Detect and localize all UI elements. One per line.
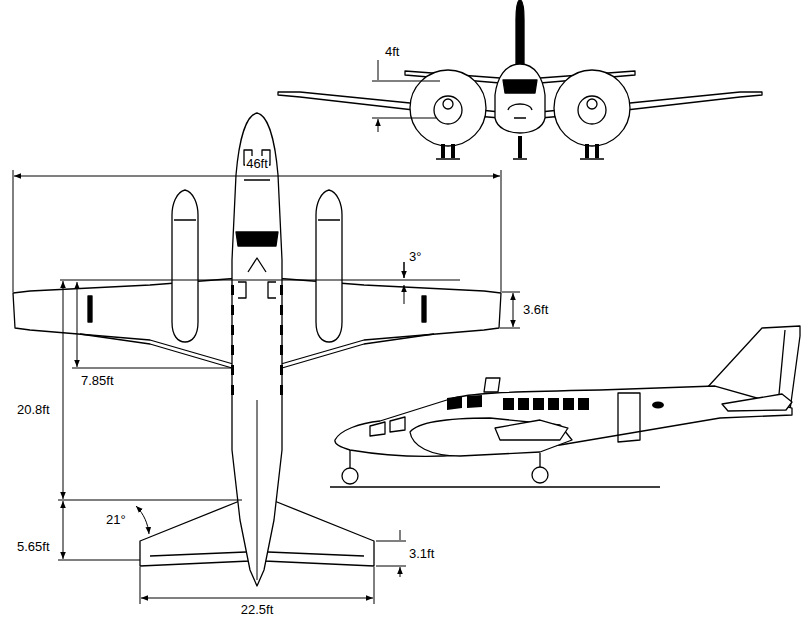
fuselage-frames	[238, 282, 276, 298]
left-aileron	[88, 296, 92, 322]
dimension-label: 3.1ft	[408, 546, 435, 561]
center-line	[257, 400, 258, 580]
front-nose	[508, 104, 532, 118]
dimension-label: 3°	[408, 249, 422, 264]
side-gear-struts	[350, 450, 540, 468]
dimension-line	[14, 176, 500, 177]
dimension-line	[513, 293, 514, 327]
right-spinner	[587, 99, 597, 109]
side-antenna	[484, 378, 500, 392]
left-wing	[13, 278, 240, 366]
right-propeller-disc	[554, 70, 630, 146]
dimension-line	[63, 501, 64, 559]
extension-line	[372, 81, 440, 118]
cabin-windows	[231, 285, 283, 395]
side-wing-root	[495, 420, 568, 440]
front-ground-marks	[436, 158, 604, 159]
side-fuselage	[335, 386, 792, 456]
windshield-mark	[248, 258, 266, 272]
angle-arc-start	[404, 262, 405, 278]
right-nacelle-front	[578, 96, 606, 124]
angle-arc	[136, 506, 149, 534]
dimension-label: 20.8ft	[16, 402, 51, 417]
left-nacelle-front	[434, 96, 462, 124]
front-windshield	[503, 80, 537, 93]
side-main-wheel	[532, 467, 548, 483]
extension-line	[376, 541, 406, 566]
front-fuselage	[495, 64, 545, 133]
dimension-line	[141, 598, 373, 599]
side-door	[618, 393, 640, 442]
extension-line	[58, 500, 242, 501]
dimension-line	[400, 530, 401, 577]
side-tailplane	[722, 394, 792, 411]
dimension-label: 22.5ft	[240, 602, 275, 617]
extension-line	[500, 292, 520, 328]
side-nose-windows	[370, 417, 405, 436]
dimension-line	[77, 282, 78, 367]
dimension-label: 4ft	[384, 44, 400, 59]
dimension-line	[378, 60, 379, 132]
angle-arc	[404, 262, 405, 304]
left-flap-line	[80, 334, 232, 368]
dimension-label: 46ft	[245, 156, 269, 171]
side-nose-wheel	[342, 468, 358, 484]
extension-line	[58, 560, 140, 561]
right-wing	[274, 278, 501, 366]
left-nacelle	[172, 190, 198, 342]
side-cockpit-windows	[447, 395, 482, 410]
dimension-label: 21°	[105, 512, 127, 527]
extension-line	[140, 567, 374, 604]
ground-line	[330, 486, 660, 487]
extension-line	[13, 170, 501, 292]
dimension-line	[63, 281, 64, 499]
dimension-label: 7.85ft	[80, 373, 115, 388]
fuselage-top	[232, 113, 282, 586]
front-gear	[441, 136, 599, 158]
cockpit-glazing	[236, 232, 278, 246]
dimension-label: 5.65ft	[16, 539, 51, 554]
front-fin	[516, 0, 524, 68]
right-flap-line	[282, 334, 434, 368]
reference-line	[60, 280, 460, 281]
left-spinner	[443, 99, 453, 109]
side-oval-window	[652, 402, 664, 409]
side-nacelle	[410, 418, 572, 456]
right-aileron	[422, 296, 426, 322]
dimension-label: 3.6ft	[522, 302, 549, 317]
side-cabin-windows	[503, 398, 589, 410]
extension-line	[72, 368, 232, 369]
right-nacelle	[316, 190, 342, 342]
